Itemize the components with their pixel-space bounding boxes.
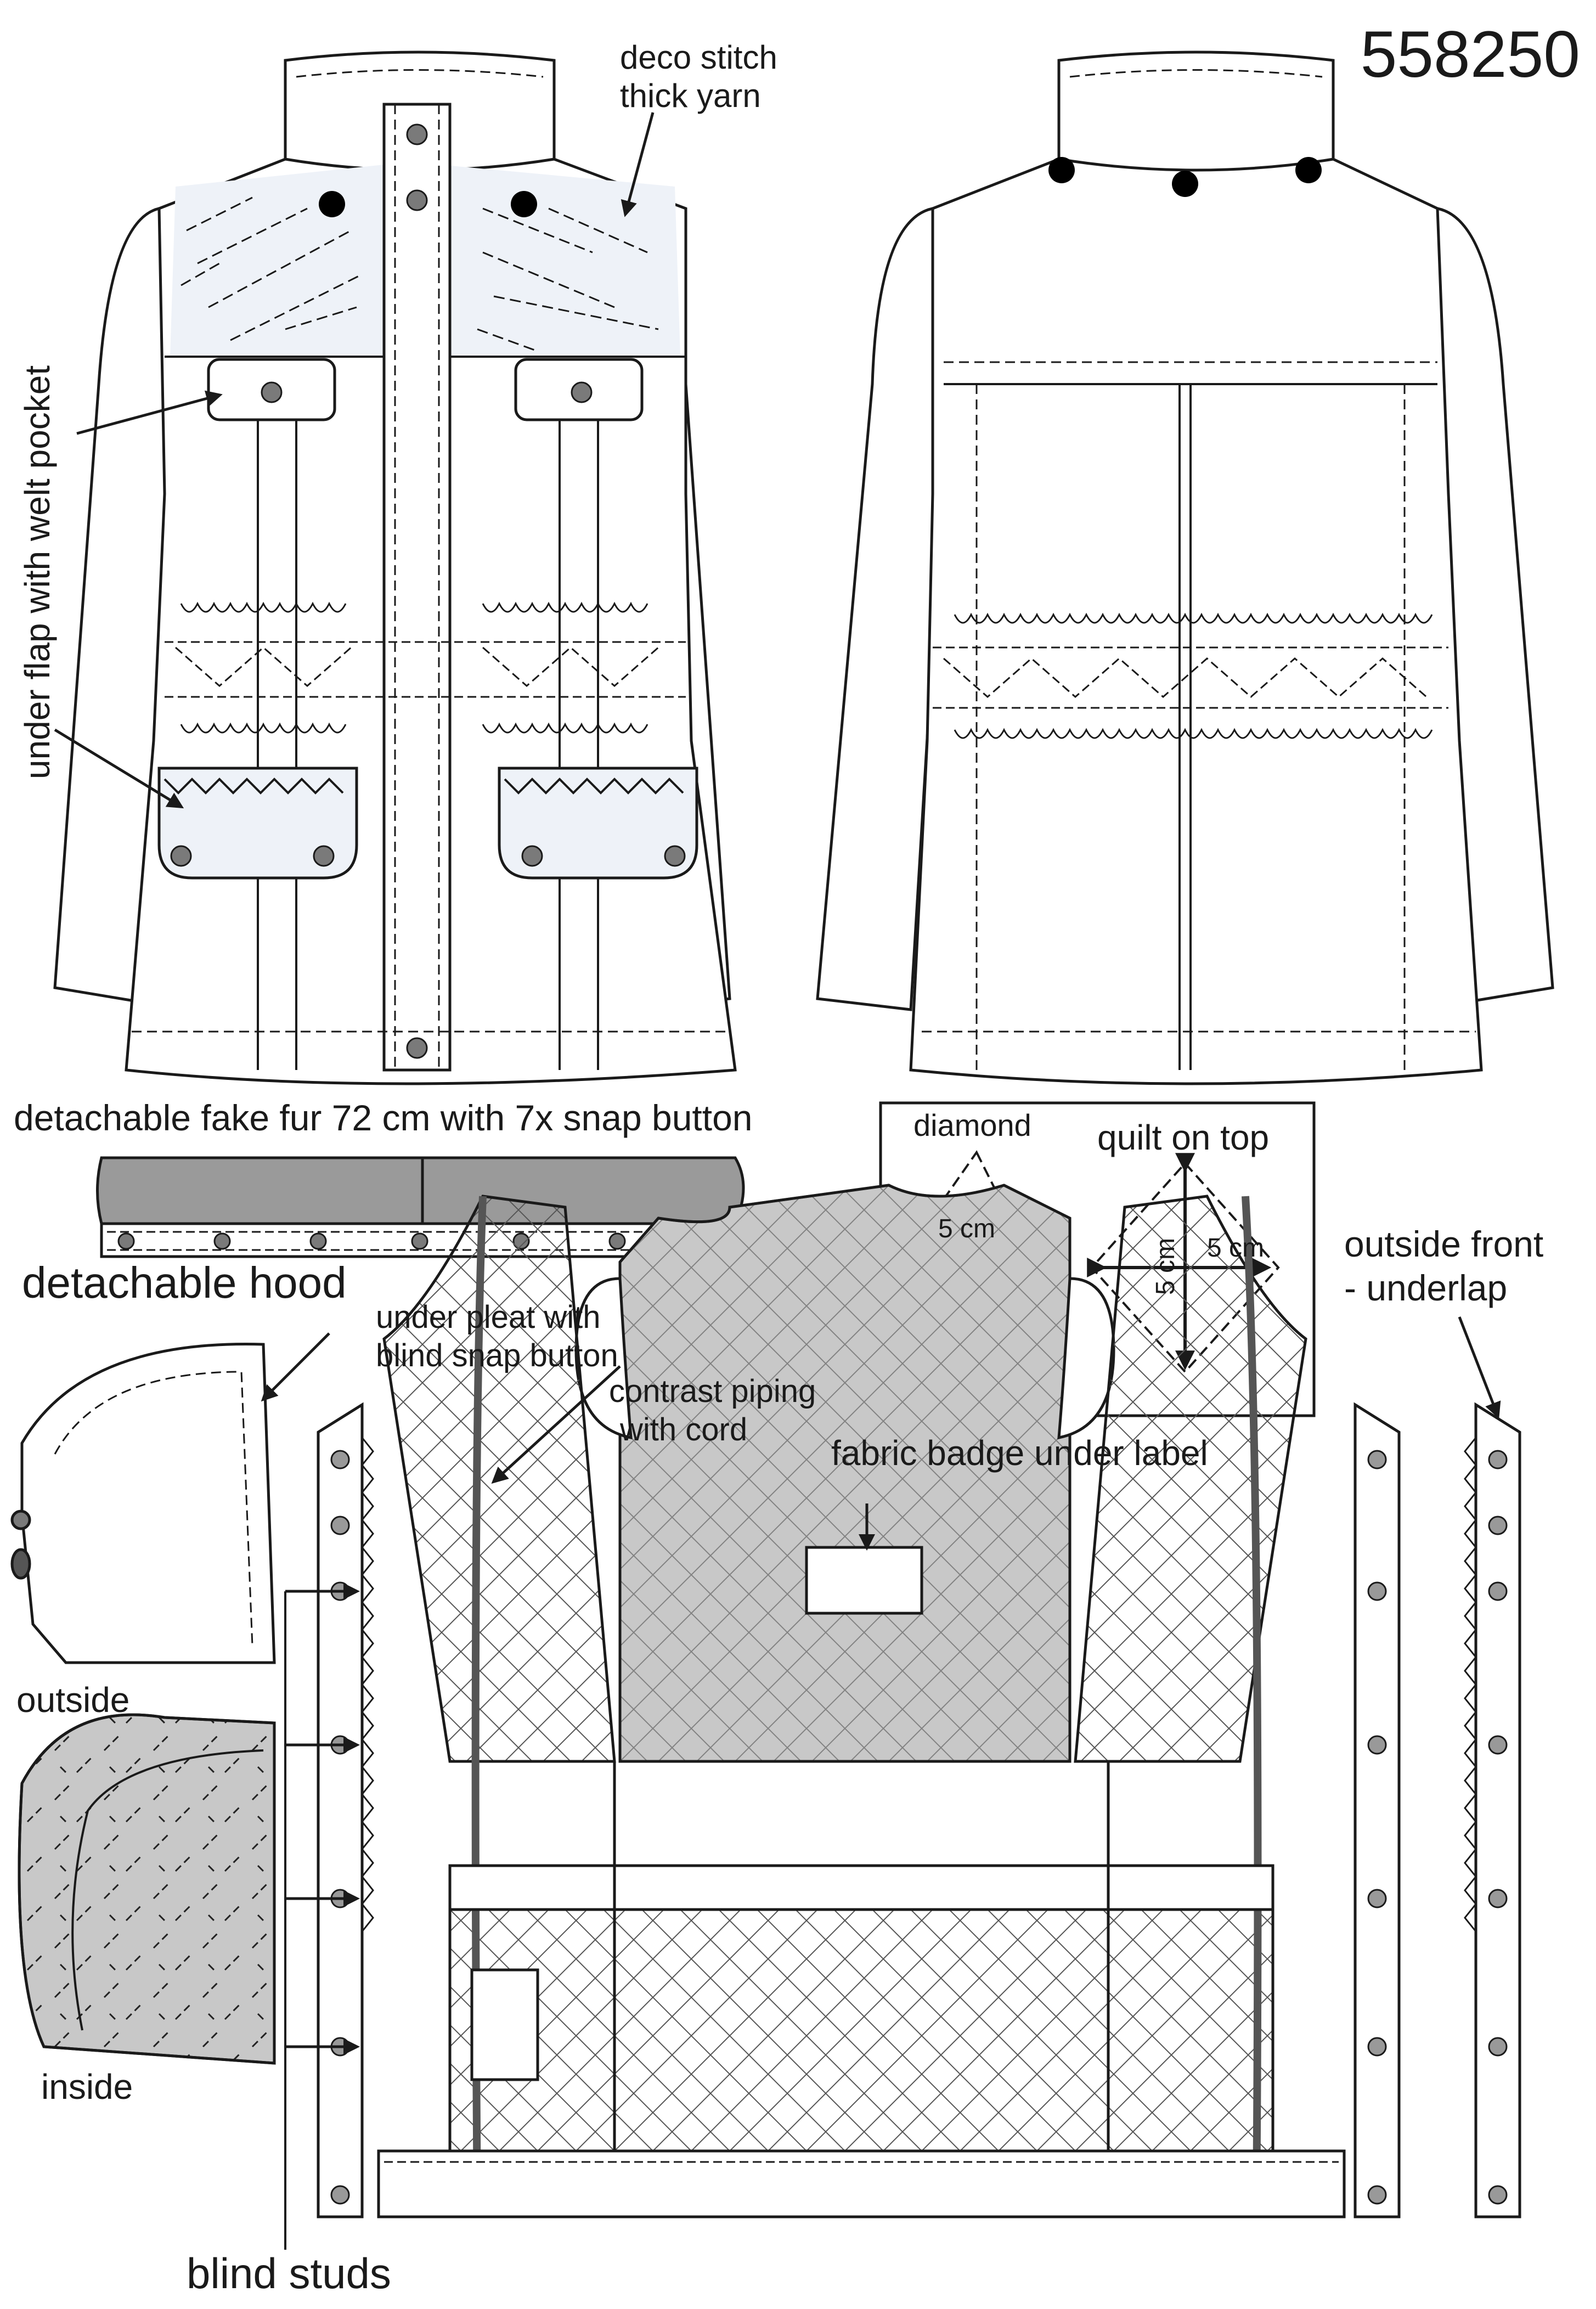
- quilt-dimension-h: 5 cm: [1207, 1234, 1264, 1263]
- front-buttons: [170, 123, 686, 1059]
- detachable-hood-label: detachable hood: [22, 1258, 347, 1307]
- contrast-piping-label-1: contrast piping: [609, 1373, 816, 1409]
- under-pleat-label-1: under pleat with: [376, 1299, 600, 1335]
- quilt-on-top-label: quilt on top: [1097, 1118, 1269, 1157]
- hood-inside-label: inside: [41, 2067, 133, 2107]
- fabric-badge-label: fabric badge under label: [831, 1433, 1208, 1473]
- hood-inside: [18, 1713, 276, 2065]
- diamond-dimension: 5 cm: [938, 1214, 995, 1243]
- placket-left: [317, 1402, 374, 2218]
- fake-fur-label: detachable fake fur 72 cm with 7x snap b…: [14, 1097, 753, 1138]
- style-number: 558250: [1361, 18, 1580, 91]
- placket-right: [1354, 1402, 1521, 2218]
- jacket-front: [53, 50, 737, 1085]
- outside-front-label-1: outside front: [1344, 1224, 1543, 1264]
- deco-stitch-label-2: thick yarn: [620, 77, 761, 114]
- callout-arrows: [54, 112, 1501, 2055]
- outside-front-label-2: - underlap: [1344, 1268, 1507, 1308]
- contrast-piping-label-2: with cord: [619, 1412, 747, 1448]
- blind-studs-label: blind studs: [187, 2249, 391, 2297]
- collar-dots: [319, 191, 537, 217]
- quilt-dimension-v: 5 cm: [1151, 1238, 1180, 1295]
- back-collar-dots: [1048, 157, 1322, 197]
- lining-view: [377, 1184, 1346, 2218]
- deco-stitch-label-1: deco stitch: [620, 39, 777, 76]
- jacket-back: [816, 50, 1554, 1085]
- hood-outside-label: outside: [16, 1680, 129, 1720]
- under-pleat-label-2: blind snap button: [376, 1338, 618, 1373]
- under-flap-label: under flap with welt pocket: [18, 365, 57, 779]
- hood-outside: [10, 1343, 276, 1664]
- diamond-label: diamond: [913, 1108, 1031, 1142]
